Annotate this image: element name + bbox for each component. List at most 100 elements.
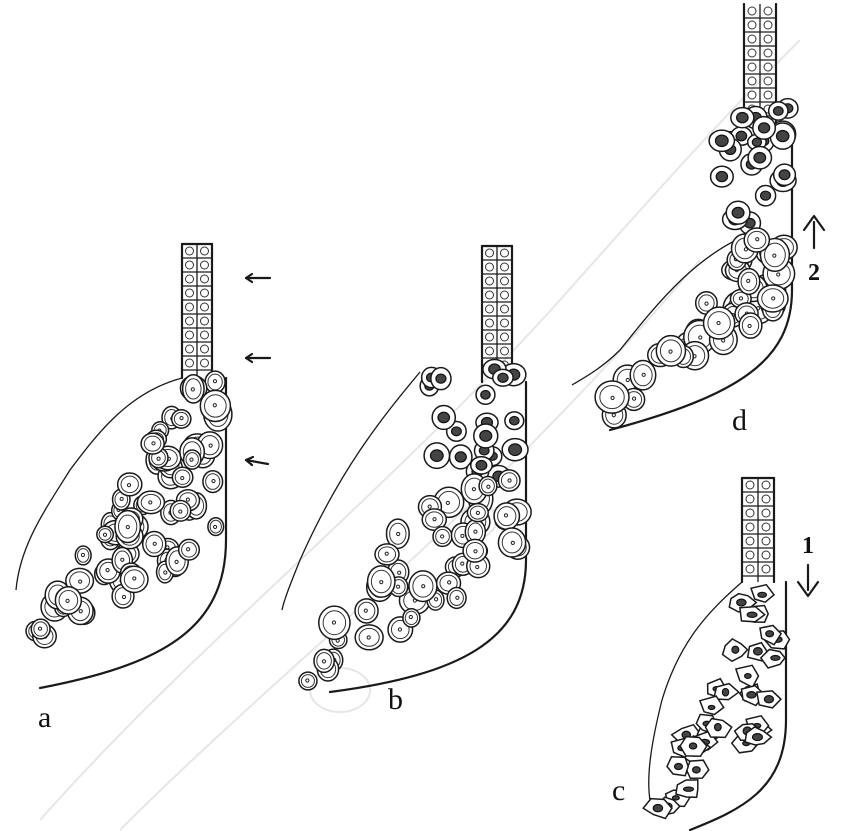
- irregular-cell-nucleus: [766, 631, 774, 637]
- cell-nucleus: [149, 501, 152, 504]
- arrow-1-label: 1: [802, 533, 814, 559]
- epithelium-nucleus: [486, 333, 494, 341]
- epithelium-nucleus: [762, 551, 770, 559]
- cell-nucleus: [511, 541, 514, 544]
- cell-nucleus: [632, 397, 635, 400]
- panel-b-dark-cell-cluster: [420, 360, 528, 488]
- cell-nucleus: [191, 388, 194, 391]
- dark-cell-nucleus: [481, 391, 490, 399]
- dark-cell-nucleus: [509, 444, 522, 456]
- dark-cell-nucleus: [510, 416, 519, 424]
- irregular-cell-nucleus: [754, 648, 763, 655]
- dark-cell-nucleus: [737, 112, 749, 122]
- epithelium-nucleus: [746, 551, 754, 559]
- arrow-2-label: 2: [808, 260, 820, 286]
- epithelium-nucleus: [501, 249, 509, 257]
- epithelium-nucleus: [486, 277, 494, 285]
- dark-cell-nucleus: [773, 107, 783, 116]
- cell-nucleus: [433, 518, 436, 521]
- irregular-cell-nucleus: [737, 599, 746, 606]
- panel-a-epithelium: [182, 244, 212, 378]
- dark-cell-nucleus: [430, 450, 443, 461]
- epithelium-nucleus: [762, 523, 770, 531]
- dark-cell-nucleus: [776, 130, 788, 141]
- cell-nucleus: [777, 273, 780, 276]
- cell-nucleus: [435, 598, 438, 601]
- cell-nucleus: [120, 497, 123, 500]
- cell-nucleus: [397, 532, 400, 535]
- epithelium-nucleus: [764, 63, 772, 71]
- cell-nucleus: [398, 571, 401, 574]
- dark-cell-nucleus: [754, 152, 766, 163]
- irregular-cell-nucleus: [747, 612, 757, 617]
- epithelium-nucleus: [201, 331, 209, 339]
- cell-nucleus: [422, 585, 425, 588]
- epithelium-nucleus: [748, 77, 756, 85]
- epithelium-nucleus: [748, 91, 756, 99]
- irregular-cell-nucleus: [747, 692, 756, 698]
- cell-nucleus: [474, 550, 477, 553]
- irregular-cell-nucleus: [675, 763, 683, 769]
- epithelium-nucleus: [748, 7, 756, 15]
- epithelium-nucleus: [201, 289, 209, 297]
- cell-nucleus: [717, 321, 720, 324]
- cell-nucleus: [38, 627, 41, 630]
- dark-cell-nucleus: [732, 207, 744, 218]
- cell-nucleus: [367, 636, 370, 639]
- dark-cell-nucleus: [758, 123, 769, 133]
- epithelium-nucleus: [186, 247, 194, 255]
- epithelium-nucleus: [746, 495, 754, 503]
- cell-nucleus: [456, 596, 459, 599]
- epithelium-nucleus: [201, 261, 209, 269]
- panel-a: a: [16, 244, 270, 734]
- cell-nucleus: [476, 511, 479, 514]
- panel-a-arrows: [246, 274, 270, 465]
- epithelium-nucleus: [486, 347, 494, 355]
- cell-nucleus: [121, 558, 124, 561]
- panel-d: 2 d: [572, 4, 824, 437]
- cell-nucleus: [126, 525, 129, 528]
- epithelium-nucleus: [501, 347, 509, 355]
- epithelium-nucleus: [186, 261, 194, 269]
- cell-nucleus: [180, 417, 183, 420]
- cell-nucleus: [472, 488, 475, 491]
- cell-nucleus: [612, 414, 615, 417]
- epithelium-nucleus: [486, 305, 494, 313]
- epithelium-nucleus: [486, 319, 494, 327]
- epithelium-nucleus: [501, 263, 509, 271]
- epithelium-nucleus: [746, 537, 754, 545]
- epithelium-nucleus: [764, 91, 772, 99]
- cell-nucleus: [487, 485, 490, 488]
- cell-nucleus: [428, 505, 431, 508]
- cell-nucleus: [127, 484, 130, 487]
- epithelium-nucleus: [201, 275, 209, 283]
- epithelium-nucleus: [764, 7, 772, 15]
- epithelium-nucleus: [762, 565, 770, 573]
- epithelium-nucleus: [486, 291, 494, 299]
- panel-b: b: [282, 246, 531, 716]
- irregular-cell-nucleus: [653, 804, 662, 811]
- epithelium-nucleus: [501, 305, 509, 313]
- irregular-cell-nucleus: [708, 705, 715, 709]
- panel-c-epithelium: [742, 478, 774, 582]
- epithelium-nucleus: [486, 249, 494, 257]
- epithelium-nucleus: [486, 263, 494, 271]
- cell-nucleus: [212, 479, 215, 482]
- epithelium-nucleus: [748, 35, 756, 43]
- epithelium-nucleus: [186, 345, 194, 353]
- irregular-cell-nucleus: [732, 646, 739, 653]
- irregular-cell-nucleus: [689, 743, 696, 749]
- dark-cell-nucleus: [761, 191, 771, 200]
- dark-cell-nucleus: [716, 172, 727, 182]
- cell-nucleus: [190, 458, 193, 461]
- cell-nucleus: [153, 542, 156, 545]
- cell-nucleus: [179, 510, 182, 513]
- epithelium-nucleus: [762, 495, 770, 503]
- cell-nucleus: [446, 501, 449, 504]
- cell-nucleus: [79, 610, 82, 613]
- cell-nucleus: [626, 378, 629, 381]
- epithelium-nucleus: [764, 49, 772, 57]
- cell-nucleus: [380, 581, 383, 584]
- cell-nucleus: [364, 609, 367, 612]
- cell-nucleus: [397, 585, 400, 588]
